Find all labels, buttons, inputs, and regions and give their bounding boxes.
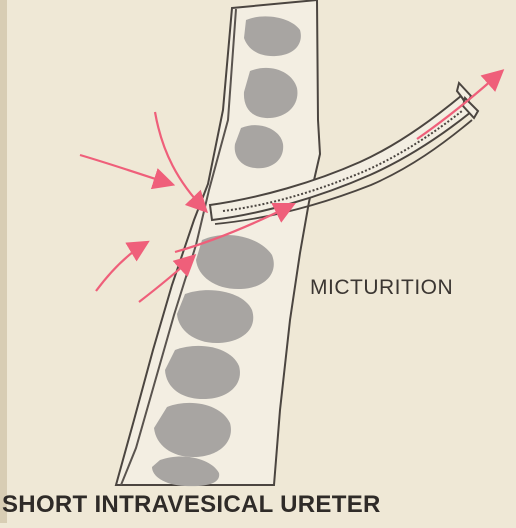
paper-edge [0,0,7,523]
pressure-arrow-1 [80,155,171,184]
micturition-label: MICTURITION [310,276,453,300]
pressure-arrow-2 [155,112,205,210]
diagram-caption: SHORT INTRAVESICAL URETER [2,491,381,519]
pressure-arrow-3 [96,243,146,291]
